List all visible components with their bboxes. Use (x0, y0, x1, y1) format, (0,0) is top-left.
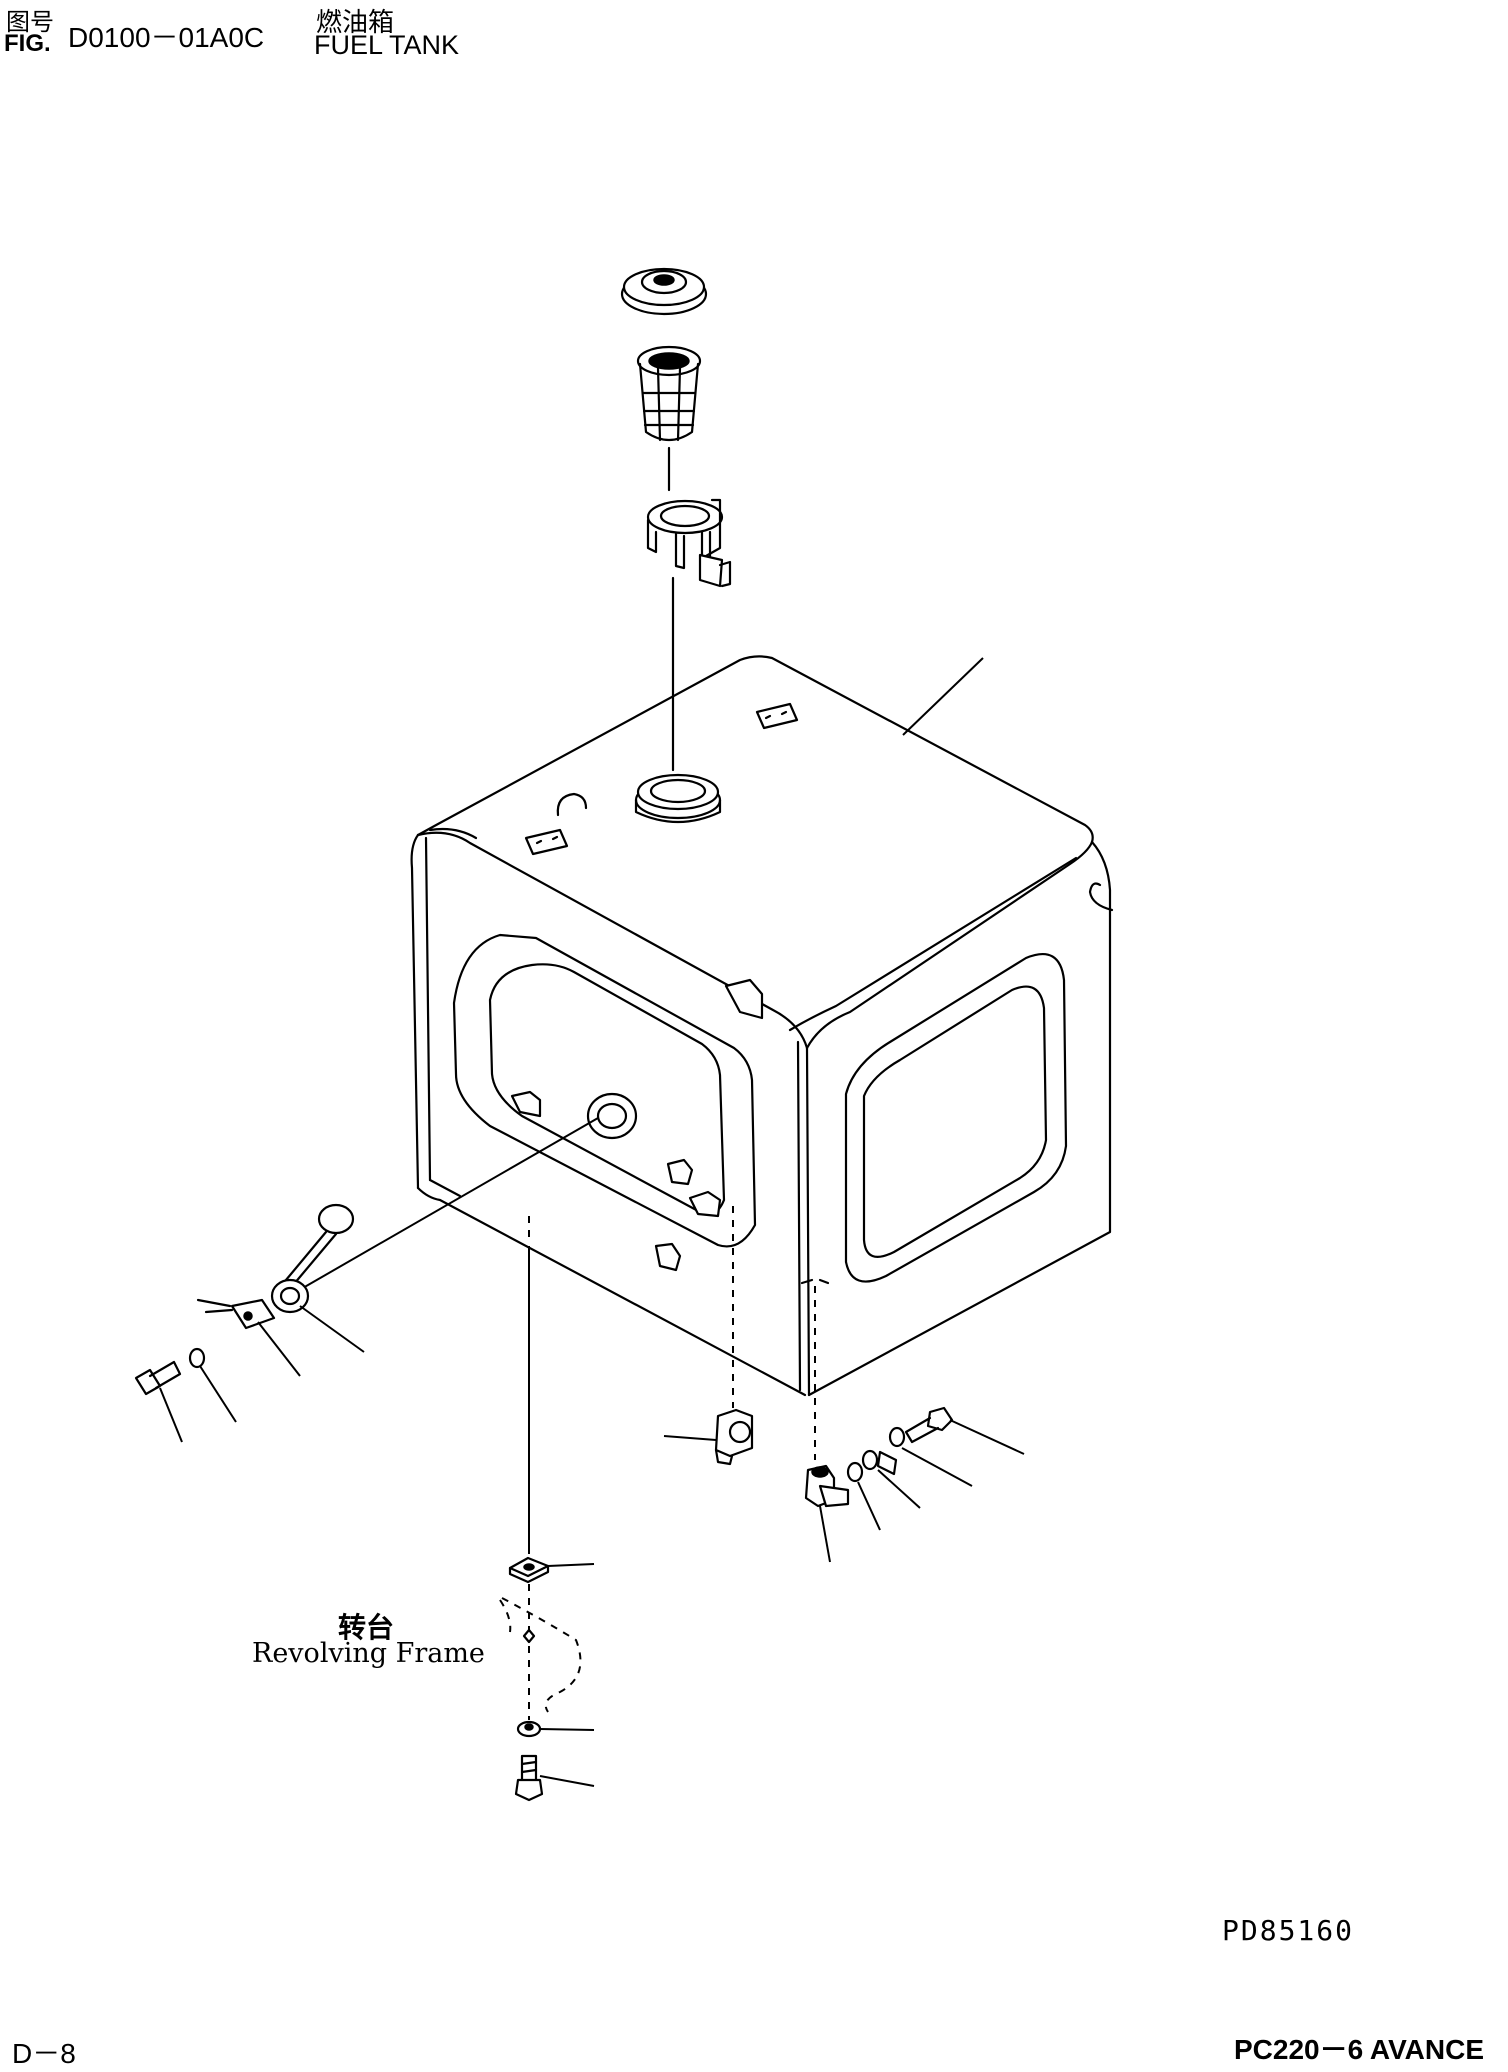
mount-washer (516, 1720, 542, 1738)
side-washer-3 (888, 1426, 906, 1448)
fig-label: FIG. (4, 30, 51, 57)
side-bolt (904, 1406, 954, 1444)
strainer (636, 345, 702, 442)
fuel-level-sensor (196, 1203, 355, 1330)
gauge-bolt (134, 1360, 182, 1396)
revolving-frame-label-cjk: 转台 (338, 1612, 395, 1643)
side-washer-1 (846, 1461, 864, 1483)
side-drain-cock (804, 1464, 850, 1508)
front-window (452, 933, 764, 1272)
figure-number: D0100－01A0C (68, 22, 265, 53)
gauge-washer (188, 1347, 206, 1369)
mount-plate (508, 1556, 550, 1584)
side-washer-2 (861, 1449, 879, 1471)
top-hook (556, 792, 588, 817)
model-name: PC220－6 AVANCE (1234, 2034, 1485, 2065)
page-title: FUEL TANK (314, 30, 460, 60)
page-number: D－8 (12, 2038, 76, 2069)
filler-bracket (646, 498, 732, 588)
side-elbow (876, 1450, 898, 1476)
filler-cap (620, 267, 708, 316)
drawing-code: PD85160 (1222, 1914, 1355, 1947)
filler-neck (634, 773, 722, 824)
top-bracket-right (755, 702, 799, 730)
fig-label-cjk: 图号 (6, 9, 54, 36)
drain-valve (714, 1408, 754, 1466)
gauge-centerline (281, 1117, 599, 1301)
fuel-tank-body (410, 655, 1114, 1397)
top-bracket-left (524, 828, 569, 856)
mount-bolt (514, 1754, 544, 1802)
side-window (844, 953, 1068, 1283)
revolving-frame-label: Revolving Frame (252, 1638, 485, 1669)
title-cjk: 燃油箱 (316, 7, 395, 37)
